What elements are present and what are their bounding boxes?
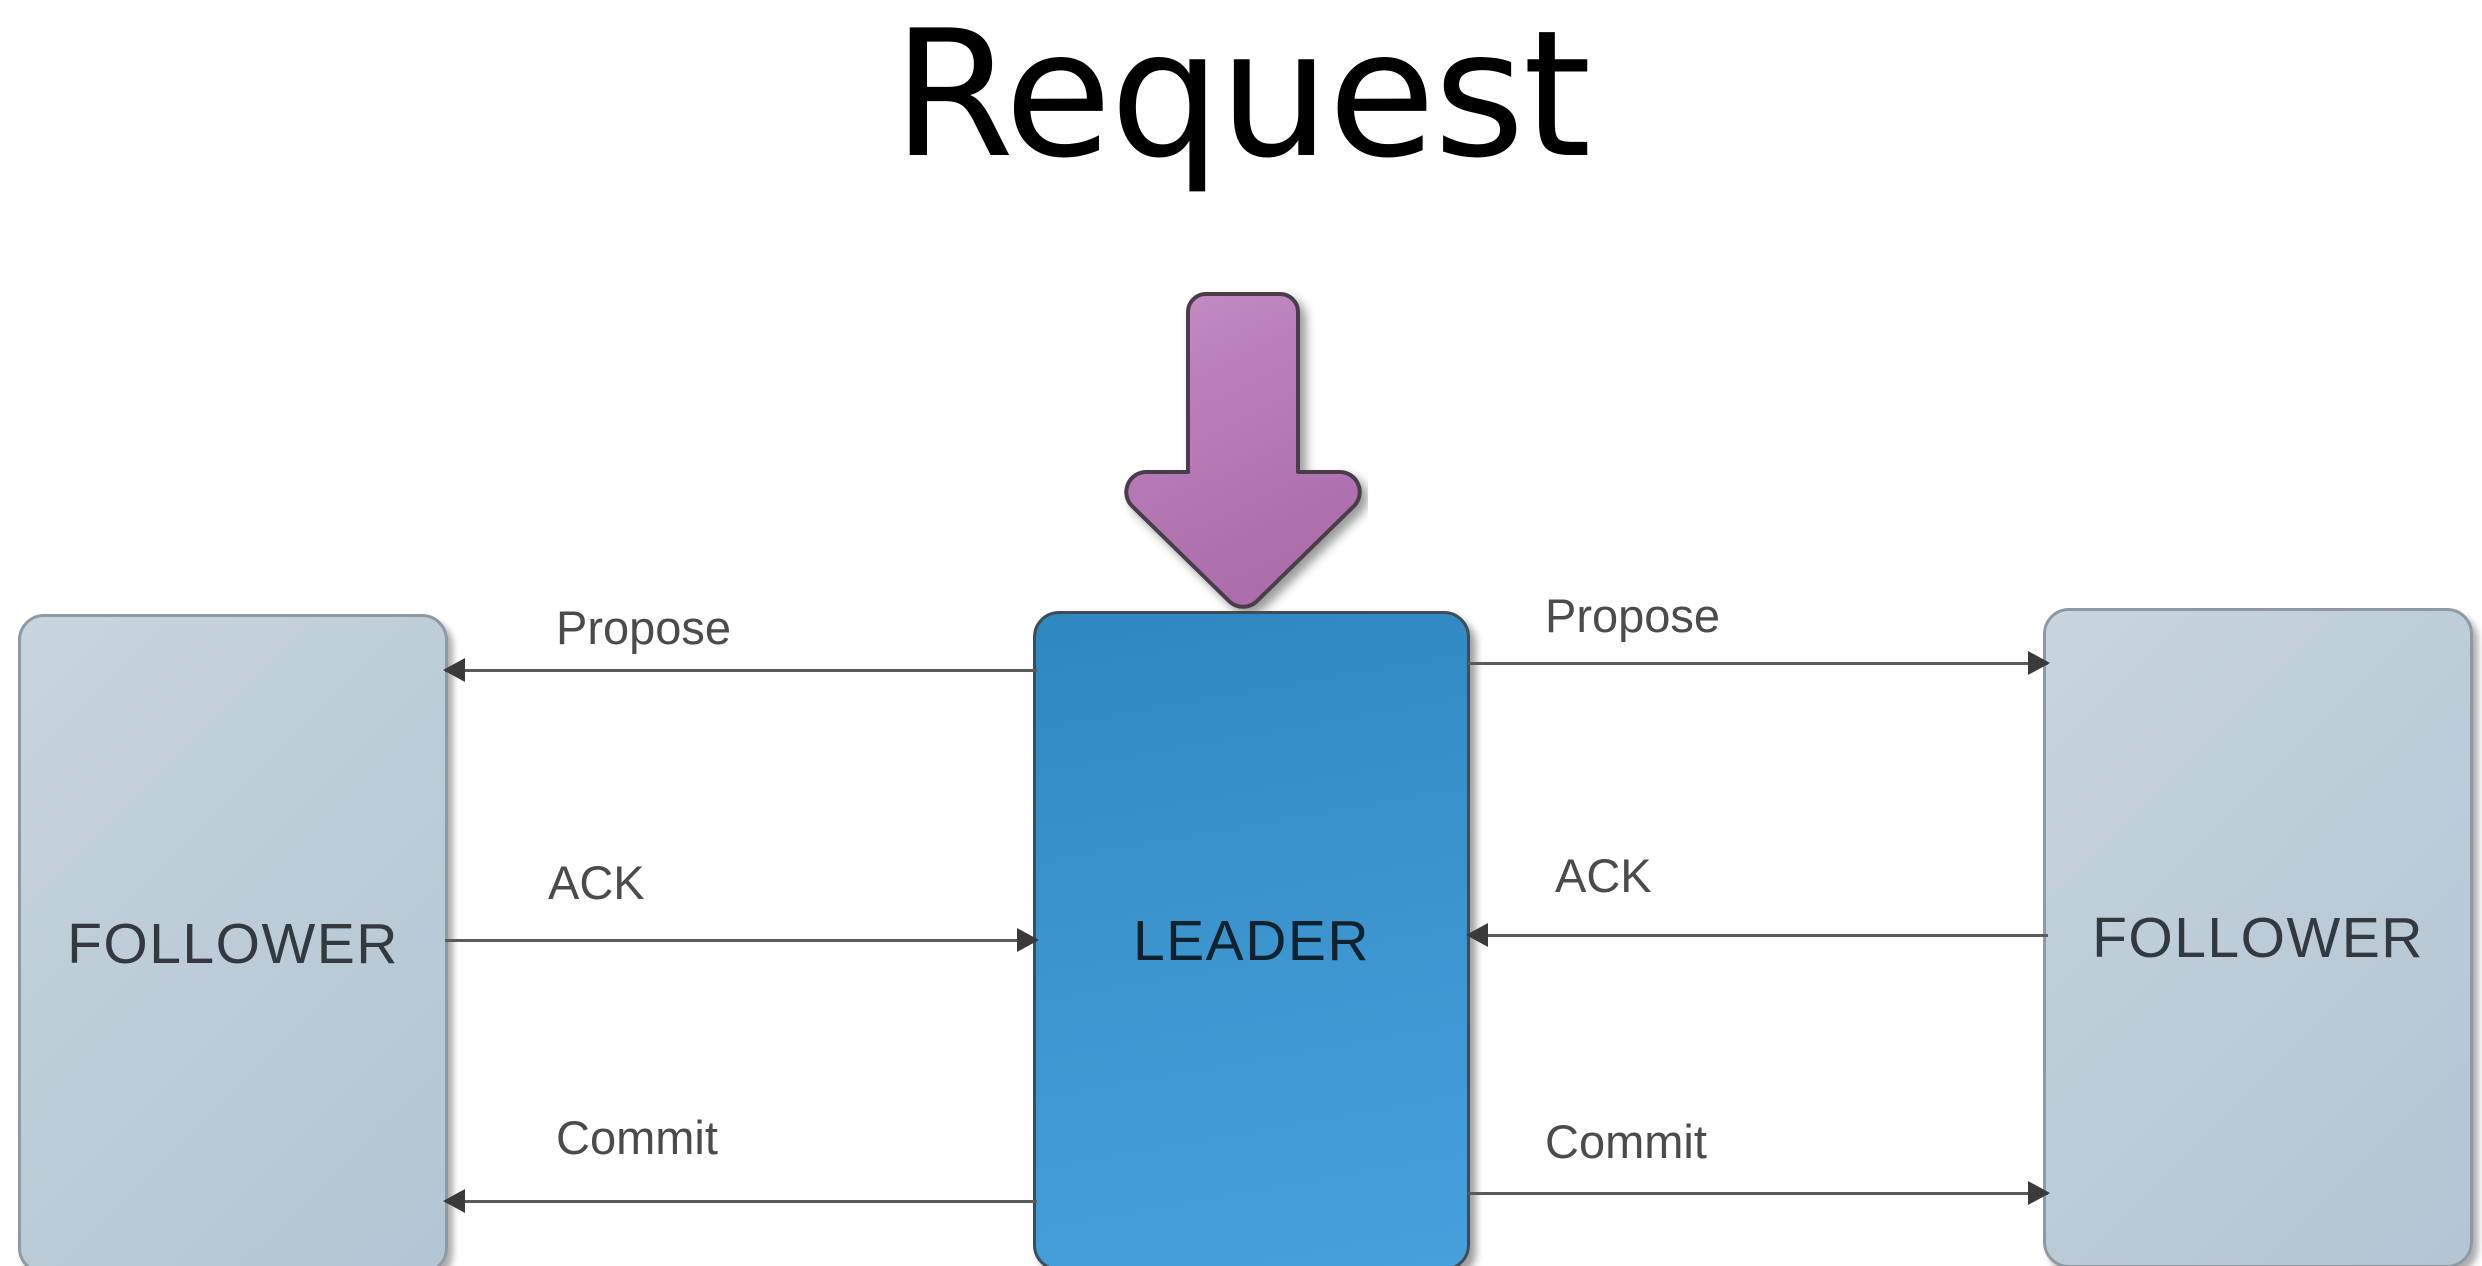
- connector-ack-follower-left-to-leader: [445, 925, 1039, 955]
- message-label-ack-right: ACK: [1555, 849, 1652, 902]
- connector-line: [445, 1200, 1037, 1203]
- node-label-follower-right: FOLLOWER: [2092, 906, 2424, 970]
- connector-commit-leader-to-follower-left: [443, 1186, 1037, 1216]
- connector-ack-follower-right-to-leader: [1466, 920, 2048, 950]
- message-label-ack-left: ACK: [548, 856, 645, 909]
- connector-line: [445, 669, 1037, 672]
- arrowhead-right-icon: [2028, 651, 2050, 675]
- node-label-leader: LEADER: [1132, 909, 1371, 973]
- arrowhead-left-icon: [1466, 923, 1488, 947]
- connector-propose-leader-to-follower-left: [443, 655, 1037, 685]
- message-label-propose-right: Propose: [1545, 589, 1721, 642]
- arrowhead-right-icon: [2028, 1181, 2050, 1205]
- page-title: Request: [892, 0, 1592, 197]
- node-label-follower-left: FOLLOWER: [67, 912, 399, 976]
- connector-line: [1468, 934, 2048, 937]
- node-leader[interactable]: LEADER: [1033, 611, 1470, 1266]
- message-label-propose-left: Propose: [556, 601, 732, 654]
- node-follower-right[interactable]: FOLLOWER: [2043, 608, 2473, 1266]
- node-follower-left[interactable]: FOLLOWER: [18, 614, 448, 1266]
- arrowhead-right-icon: [1017, 928, 1039, 952]
- connector-commit-leader-to-follower-right: [1468, 1178, 2050, 1208]
- arrowhead-left-icon: [443, 1189, 465, 1213]
- connector-line: [1468, 662, 2048, 665]
- connector-line: [445, 939, 1037, 942]
- message-label-commit-left: Commit: [556, 1111, 718, 1164]
- arrowhead-left-icon: [443, 658, 465, 682]
- connector-line: [1468, 1192, 2048, 1195]
- connector-propose-leader-to-follower-right: [1468, 648, 2050, 678]
- message-label-commit-right: Commit: [1545, 1115, 1707, 1168]
- request-down-arrow: [1118, 276, 1368, 616]
